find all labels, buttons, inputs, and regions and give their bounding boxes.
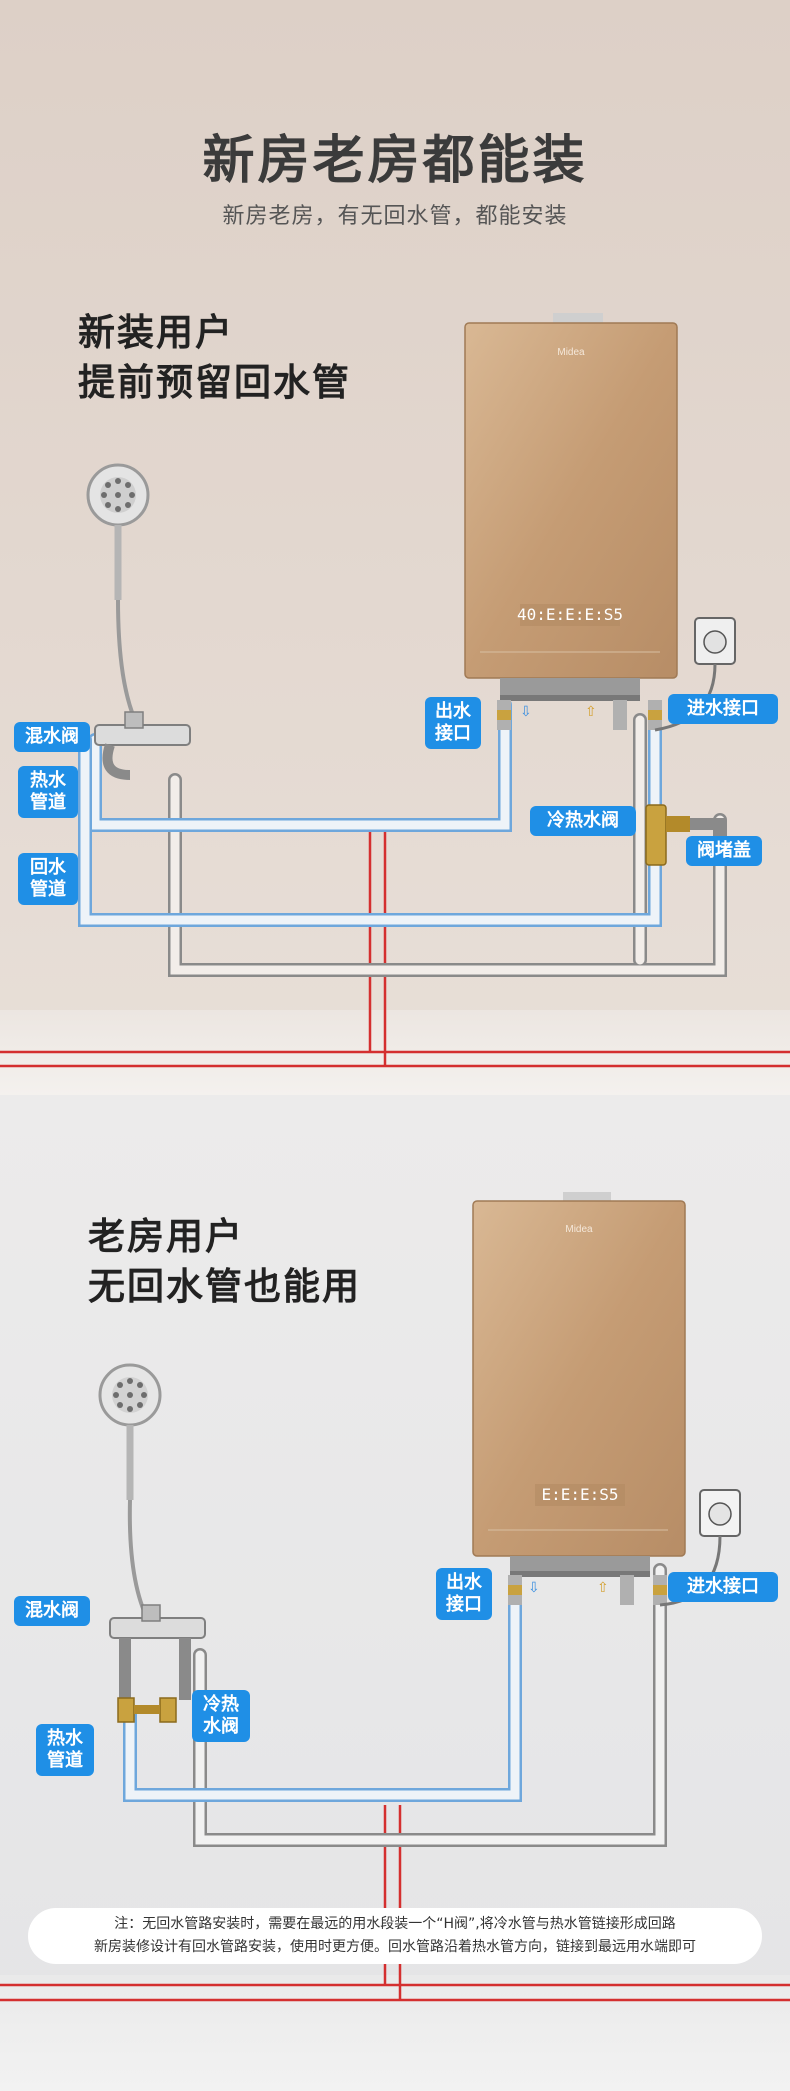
old-label-mixing-valve: 混水阀 — [14, 1596, 90, 1626]
install-note: 注：无回水管路安装时，需要在最远的用水段装一个“H阀”,将冷水管与热水管链接形成… — [28, 1908, 762, 1964]
install-note-line1: 注：无回水管路安装时，需要在最远的用水段装一个“H阀”,将冷水管与热水管链接形成… — [114, 1916, 676, 1932]
old-label-hot-water-pipe: 热水 管道 — [36, 1724, 94, 1776]
new-label-inlet: 进水接口 — [668, 694, 778, 724]
new-label-outlet-line2: 接口 — [435, 723, 471, 744]
heater-brand: Midea — [565, 1224, 593, 1235]
hot-cold-valve — [645, 804, 726, 866]
shower-head-icon — [86, 463, 150, 721]
old-label-hot-cold-valve: 冷热 水阀 — [192, 1690, 250, 1742]
svg-text:⇩: ⇩ — [520, 704, 532, 720]
h-valve — [117, 1697, 177, 1723]
water-heater: Midea 40:E:E:E:S5 — [464, 313, 678, 701]
new-label-hot-cold-valve: 冷热水阀 — [530, 806, 636, 836]
heater-display: E:E:E:S5 — [541, 1485, 618, 1504]
new-label-hot-water-pipe-line1: 热水 — [30, 770, 66, 791]
red-floor-pipes — [0, 832, 790, 1068]
heater-brand: Midea — [557, 347, 585, 358]
new-label-outlet-line1: 出水 — [435, 701, 471, 722]
new-home-diagram: Midea 40:E:E:E:S5 ⇩ ⇧ — [0, 313, 790, 1068]
heater-connectors: ⇩ ⇧ — [497, 700, 662, 730]
old-label-outlet: 出水 接口 — [436, 1568, 492, 1620]
old-home-heading-line2: 无回水管也能用 — [88, 1265, 361, 1308]
svg-text:⇩: ⇩ — [528, 1580, 540, 1596]
old-home-heading-line1: 老房用户 — [88, 1215, 244, 1258]
new-label-hot-water-pipe-line2: 管道 — [30, 792, 66, 813]
water-heater: Midea E:E:E:S5 — [472, 1192, 686, 1577]
heater-display: 40:E:E:E:S5 — [517, 605, 623, 624]
new-label-return-pipe-line1: 回水 — [30, 857, 66, 878]
new-label-return-pipe-line2: 管道 — [30, 879, 66, 900]
new-home-heading-line2: 提前预留回水管 — [78, 361, 351, 404]
new-label-hot-water-pipe: 热水 管道 — [18, 766, 78, 818]
new-home-heading: 新装用户 提前预留回水管 — [78, 308, 351, 408]
old-label-outlet-line2: 接口 — [446, 1594, 482, 1615]
mixing-valve-body — [94, 711, 191, 780]
old-label-hot-cold-valve-line2: 水阀 — [203, 1716, 239, 1737]
old-label-hot-water-pipe-line2: 管道 — [47, 1750, 83, 1771]
page-title: 新房老房都能装 — [202, 131, 588, 191]
new-label-valve-cap: 阀堵盖 — [686, 836, 762, 866]
floor — [0, 1975, 790, 2091]
new-label-mixing-valve: 混水阀 — [14, 722, 90, 752]
old-home-heading: 老房用户 无回水管也能用 — [88, 1212, 361, 1312]
mixing-valve-body — [109, 1604, 206, 1700]
svg-text:⇧: ⇧ — [597, 1580, 609, 1596]
install-note-line2: 新房装修设计有回水管路安装，使用时更方便。回水管路沿着热水管方向，链接到最远用水… — [94, 1939, 696, 1955]
svg-text:⇧: ⇧ — [585, 704, 597, 720]
new-label-outlet: 出水 接口 — [425, 697, 481, 749]
old-label-hot-cold-valve-line1: 冷热 — [203, 1694, 239, 1715]
old-label-hot-water-pipe-line1: 热水 — [47, 1728, 83, 1749]
new-label-return-pipe: 回水 管道 — [18, 853, 78, 905]
old-label-inlet: 进水接口 — [668, 1572, 778, 1602]
shower-head-icon — [98, 1363, 162, 1621]
old-label-outlet-line1: 出水 — [446, 1572, 482, 1593]
heater-connectors: ⇩ ⇧ — [508, 1575, 667, 1605]
new-home-heading-line1: 新装用户 — [78, 311, 234, 354]
page-subtitle: 新房老房，有无回水管，都能安装 — [222, 204, 568, 229]
